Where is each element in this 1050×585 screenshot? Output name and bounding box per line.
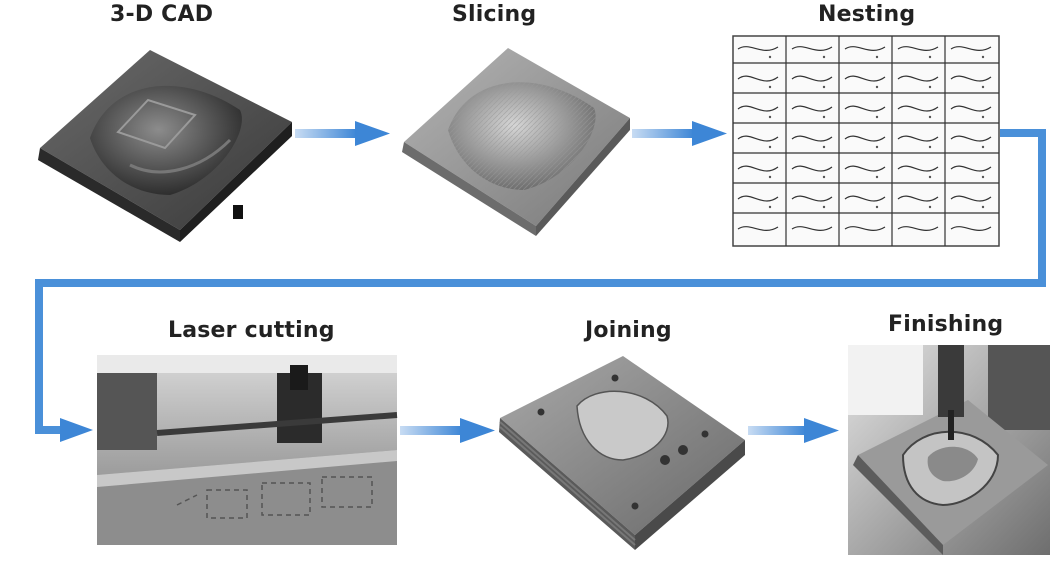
step-label-joining: Joining [585,318,672,343]
step-label-slicing: Slicing [452,2,537,27]
arrow-joining-to-finishing [748,418,839,443]
step-label-finishing: Finishing [888,312,1004,337]
step-label-nesting: Nesting [818,2,916,27]
nesting-layout-image [732,35,1000,247]
sliced-model-image [402,48,630,236]
laser-cutting-photo [97,355,398,545]
arrow-laser-to-joining [400,418,495,443]
arrow-cad-to-slicing [295,121,390,146]
joined-mold-image [499,356,745,550]
arrow-head-laser [60,418,93,442]
step-label-cad: 3-D CAD [110,2,214,27]
cad-model-image [38,50,292,242]
finishing-photo [848,345,1050,555]
arrow-slicing-to-nesting [632,121,727,146]
step-label-laser: Laser cutting [168,318,335,343]
